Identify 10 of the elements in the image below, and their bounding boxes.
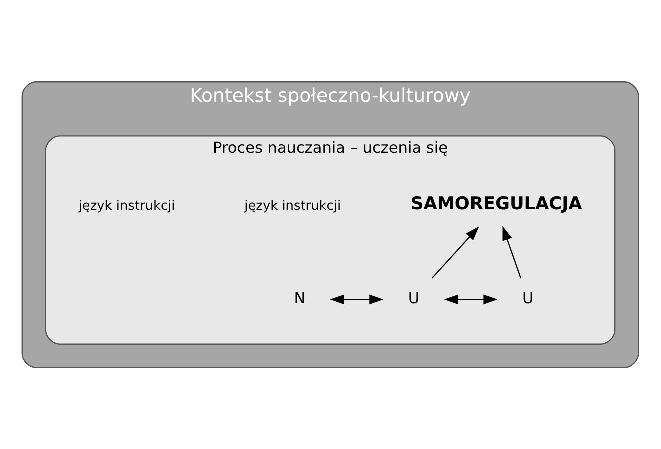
node-text: U — [522, 289, 534, 308]
label: język instrukcji — [78, 198, 176, 214]
node-text: U — [408, 289, 420, 308]
node-text: SAMOREGULACJA — [411, 194, 582, 214]
arrow — [502, 226, 522, 278]
arrow — [330, 294, 384, 304]
arrow — [432, 226, 480, 278]
node-text: N — [294, 289, 306, 308]
arrow — [444, 294, 498, 304]
label: język instrukcji — [244, 198, 342, 214]
